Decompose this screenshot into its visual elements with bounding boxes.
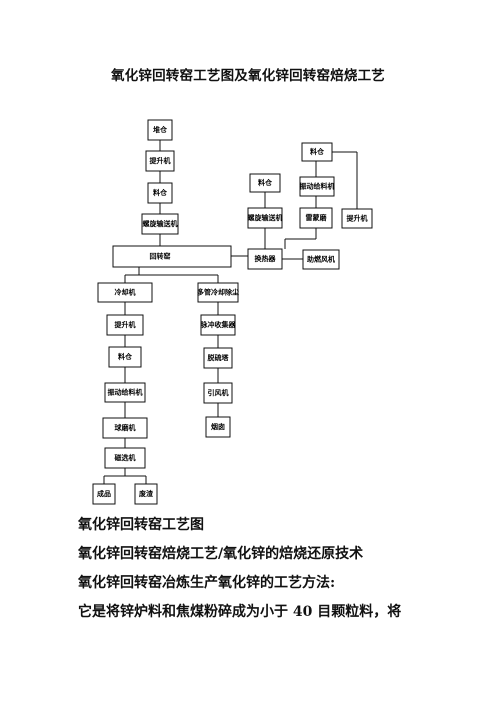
node-elevator-lower: 提升机 [106,314,144,336]
node-magnetic-separator: 磁选机 [104,447,146,469]
node-screw-conveyor: 螺旋输送机 [141,213,179,235]
svg-text:料仓: 料仓 [310,147,325,156]
node-pulse-collector: 脉冲收集器 [200,314,237,336]
svg-text:提升机: 提升机 [114,320,136,329]
node-elevator: 提升机 [145,150,175,172]
node-desulfurization-tower: 脱硫塔 [203,347,233,369]
node-waste-slag: 废渣 [134,483,158,505]
svg-text:冷却机: 冷却机 [115,288,136,297]
node-finished-product: 成品 [92,483,116,505]
svg-text:提升机: 提升机 [149,156,171,165]
node-screw-conveyor-right: 螺旋输送机 [247,207,283,229]
svg-text:螺旋输送机: 螺旋输送机 [143,219,178,228]
node-rotary-kiln: 回转窑 [112,245,232,268]
node-induced-draft-fan: 引风机 [203,382,233,404]
svg-text:提升机: 提升机 [346,214,368,223]
svg-text:磁选机: 磁选机 [115,453,136,462]
svg-text:回转窑: 回转窑 [150,252,171,261]
node-vibrating-feeder-lower: 振动给料机 [104,382,146,403]
node-vibrating-feeder-upper: 振动给料机 [299,176,335,197]
svg-text:球磨机: 球磨机 [115,423,136,432]
node-ball-mill: 球磨机 [102,417,148,439]
svg-text:成品: 成品 [97,489,111,498]
node-hopper-right: 料仓 [249,173,281,193]
paragraph-2: 氧化锌回转窑焙烧工艺/氧化锌的焙烧还原技术 [78,546,364,562]
svg-text:螺旋输送机: 螺旋输送机 [248,213,283,222]
flow-connectors [103,140,358,484]
node-cooler: 冷却机 [97,282,153,303]
node-raymond-mill: 雷蒙磨 [299,207,333,229]
svg-text:振动给料机: 振动给料机 [300,182,335,191]
svg-text:多管冷却除尘: 多管冷却除尘 [197,288,239,297]
svg-text:振动给料机: 振动给料机 [108,388,143,397]
node-multi-tube-dust-collector: 多管冷却除尘 [197,282,239,303]
svg-text:脉冲收集器: 脉冲收集器 [200,320,237,329]
paragraph-4: 它是将锌炉料和焦煤粉碎成为小于 40 目颗粒料，将 [78,604,402,620]
node-storage-bin: 堆仓 [147,119,173,141]
node-heat-exchanger: 换热器 [247,248,283,270]
svg-text:换热器: 换热器 [255,254,277,263]
svg-text:雷蒙磨: 雷蒙磨 [306,213,327,222]
node-elevator-right: 提升机 [341,208,373,229]
svg-text:引风机: 引风机 [208,388,229,397]
svg-text:料仓: 料仓 [153,188,168,197]
node-hopper-lower: 料仓 [108,346,142,368]
node-chimney: 烟囱 [205,416,231,438]
paragraph-1: 氧化锌回转窑工艺图 [78,517,204,533]
svg-text:烟囱: 烟囱 [211,422,225,431]
svg-text:废渣: 废渣 [139,489,154,498]
node-combustion-fan: 助燃风机 [302,249,340,270]
svg-text:脱硫塔: 脱硫塔 [208,353,230,362]
page-title: 氧化锌回转窑工艺图及氧化锌回转窑焙烧工艺 [111,68,385,84]
svg-text:料仓: 料仓 [118,352,133,361]
node-hopper: 料仓 [147,182,173,204]
node-coal-bin: 料仓 [301,142,333,162]
paragraph-3: 氧化锌回转窑冶炼生产氧化锌的工艺方法: [78,575,336,591]
svg-text:料仓: 料仓 [258,178,273,187]
svg-text:助燃风机: 助燃风机 [307,255,335,264]
svg-text:堆仓: 堆仓 [153,125,168,134]
